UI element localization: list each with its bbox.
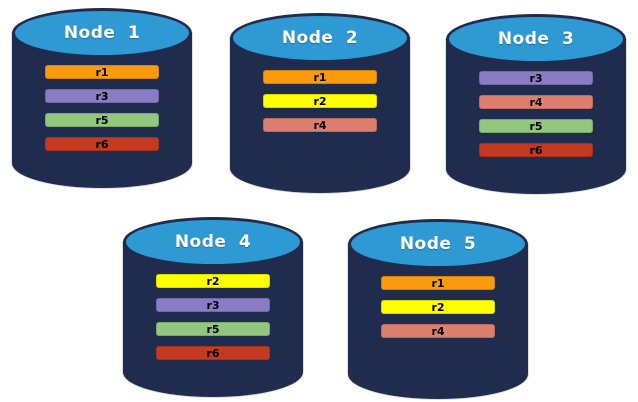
node-cylinder-4: Node 4 r2 r3 r5 r6 — [123, 217, 303, 397]
cylinder-body — [123, 242, 303, 397]
cylinder-body — [12, 33, 192, 188]
replica-bar-r3: r3 — [45, 89, 159, 103]
replica-bar-r3: r3 — [479, 71, 593, 85]
replica-bar-r6: r6 — [45, 137, 159, 151]
node-title: Node 4 — [174, 232, 252, 252]
replica-list: r3 r4 r5 r6 — [446, 71, 626, 157]
replica-list: r1 r2 r4 — [230, 70, 410, 132]
cylinder-body — [446, 39, 626, 194]
node-cylinder-5: Node 5 r1 r2 r4 — [348, 219, 528, 399]
replica-bar-r1: r1 — [45, 65, 159, 79]
node-title: Node 5 — [399, 234, 477, 254]
cylinder-top: Node 5 — [348, 219, 528, 269]
cylinder-top: Node 2 — [230, 13, 410, 63]
cylinder-body — [348, 244, 528, 399]
replica-bar-r1: r1 — [263, 70, 377, 84]
node-cylinder-1: Node 1 r1 r3 r5 r6 — [12, 8, 192, 188]
replica-bar-r5: r5 — [45, 113, 159, 127]
node-title: Node 3 — [497, 29, 575, 49]
replica-bar-r4: r4 — [381, 324, 495, 338]
replica-bar-r2: r2 — [263, 94, 377, 108]
cylinder-top: Node 4 — [123, 217, 303, 267]
node-cylinder-3: Node 3 r3 r4 r5 r6 — [446, 14, 626, 194]
cylinder-top: Node 3 — [446, 14, 626, 64]
replica-bar-r6: r6 — [479, 143, 593, 157]
replica-bar-r5: r5 — [479, 119, 593, 133]
replica-list: r1 r3 r5 r6 — [12, 65, 192, 151]
replica-bar-r4: r4 — [479, 95, 593, 109]
node-title: Node 2 — [281, 28, 359, 48]
replica-bar-r2: r2 — [156, 274, 270, 288]
replica-bar-r3: r3 — [156, 298, 270, 312]
replica-bar-r2: r2 — [381, 300, 495, 314]
node-title: Node 1 — [63, 23, 141, 43]
replica-bar-r4: r4 — [263, 118, 377, 132]
replica-bar-r1: r1 — [381, 276, 495, 290]
replica-bar-r5: r5 — [156, 322, 270, 336]
node-cylinder-2: Node 2 r1 r2 r4 — [230, 13, 410, 193]
replica-list: r2 r3 r5 r6 — [123, 274, 303, 360]
replica-list: r1 r2 r4 — [348, 276, 528, 338]
replica-bar-r6: r6 — [156, 346, 270, 360]
cylinder-body — [230, 38, 410, 193]
cylinder-top: Node 1 — [12, 8, 192, 58]
